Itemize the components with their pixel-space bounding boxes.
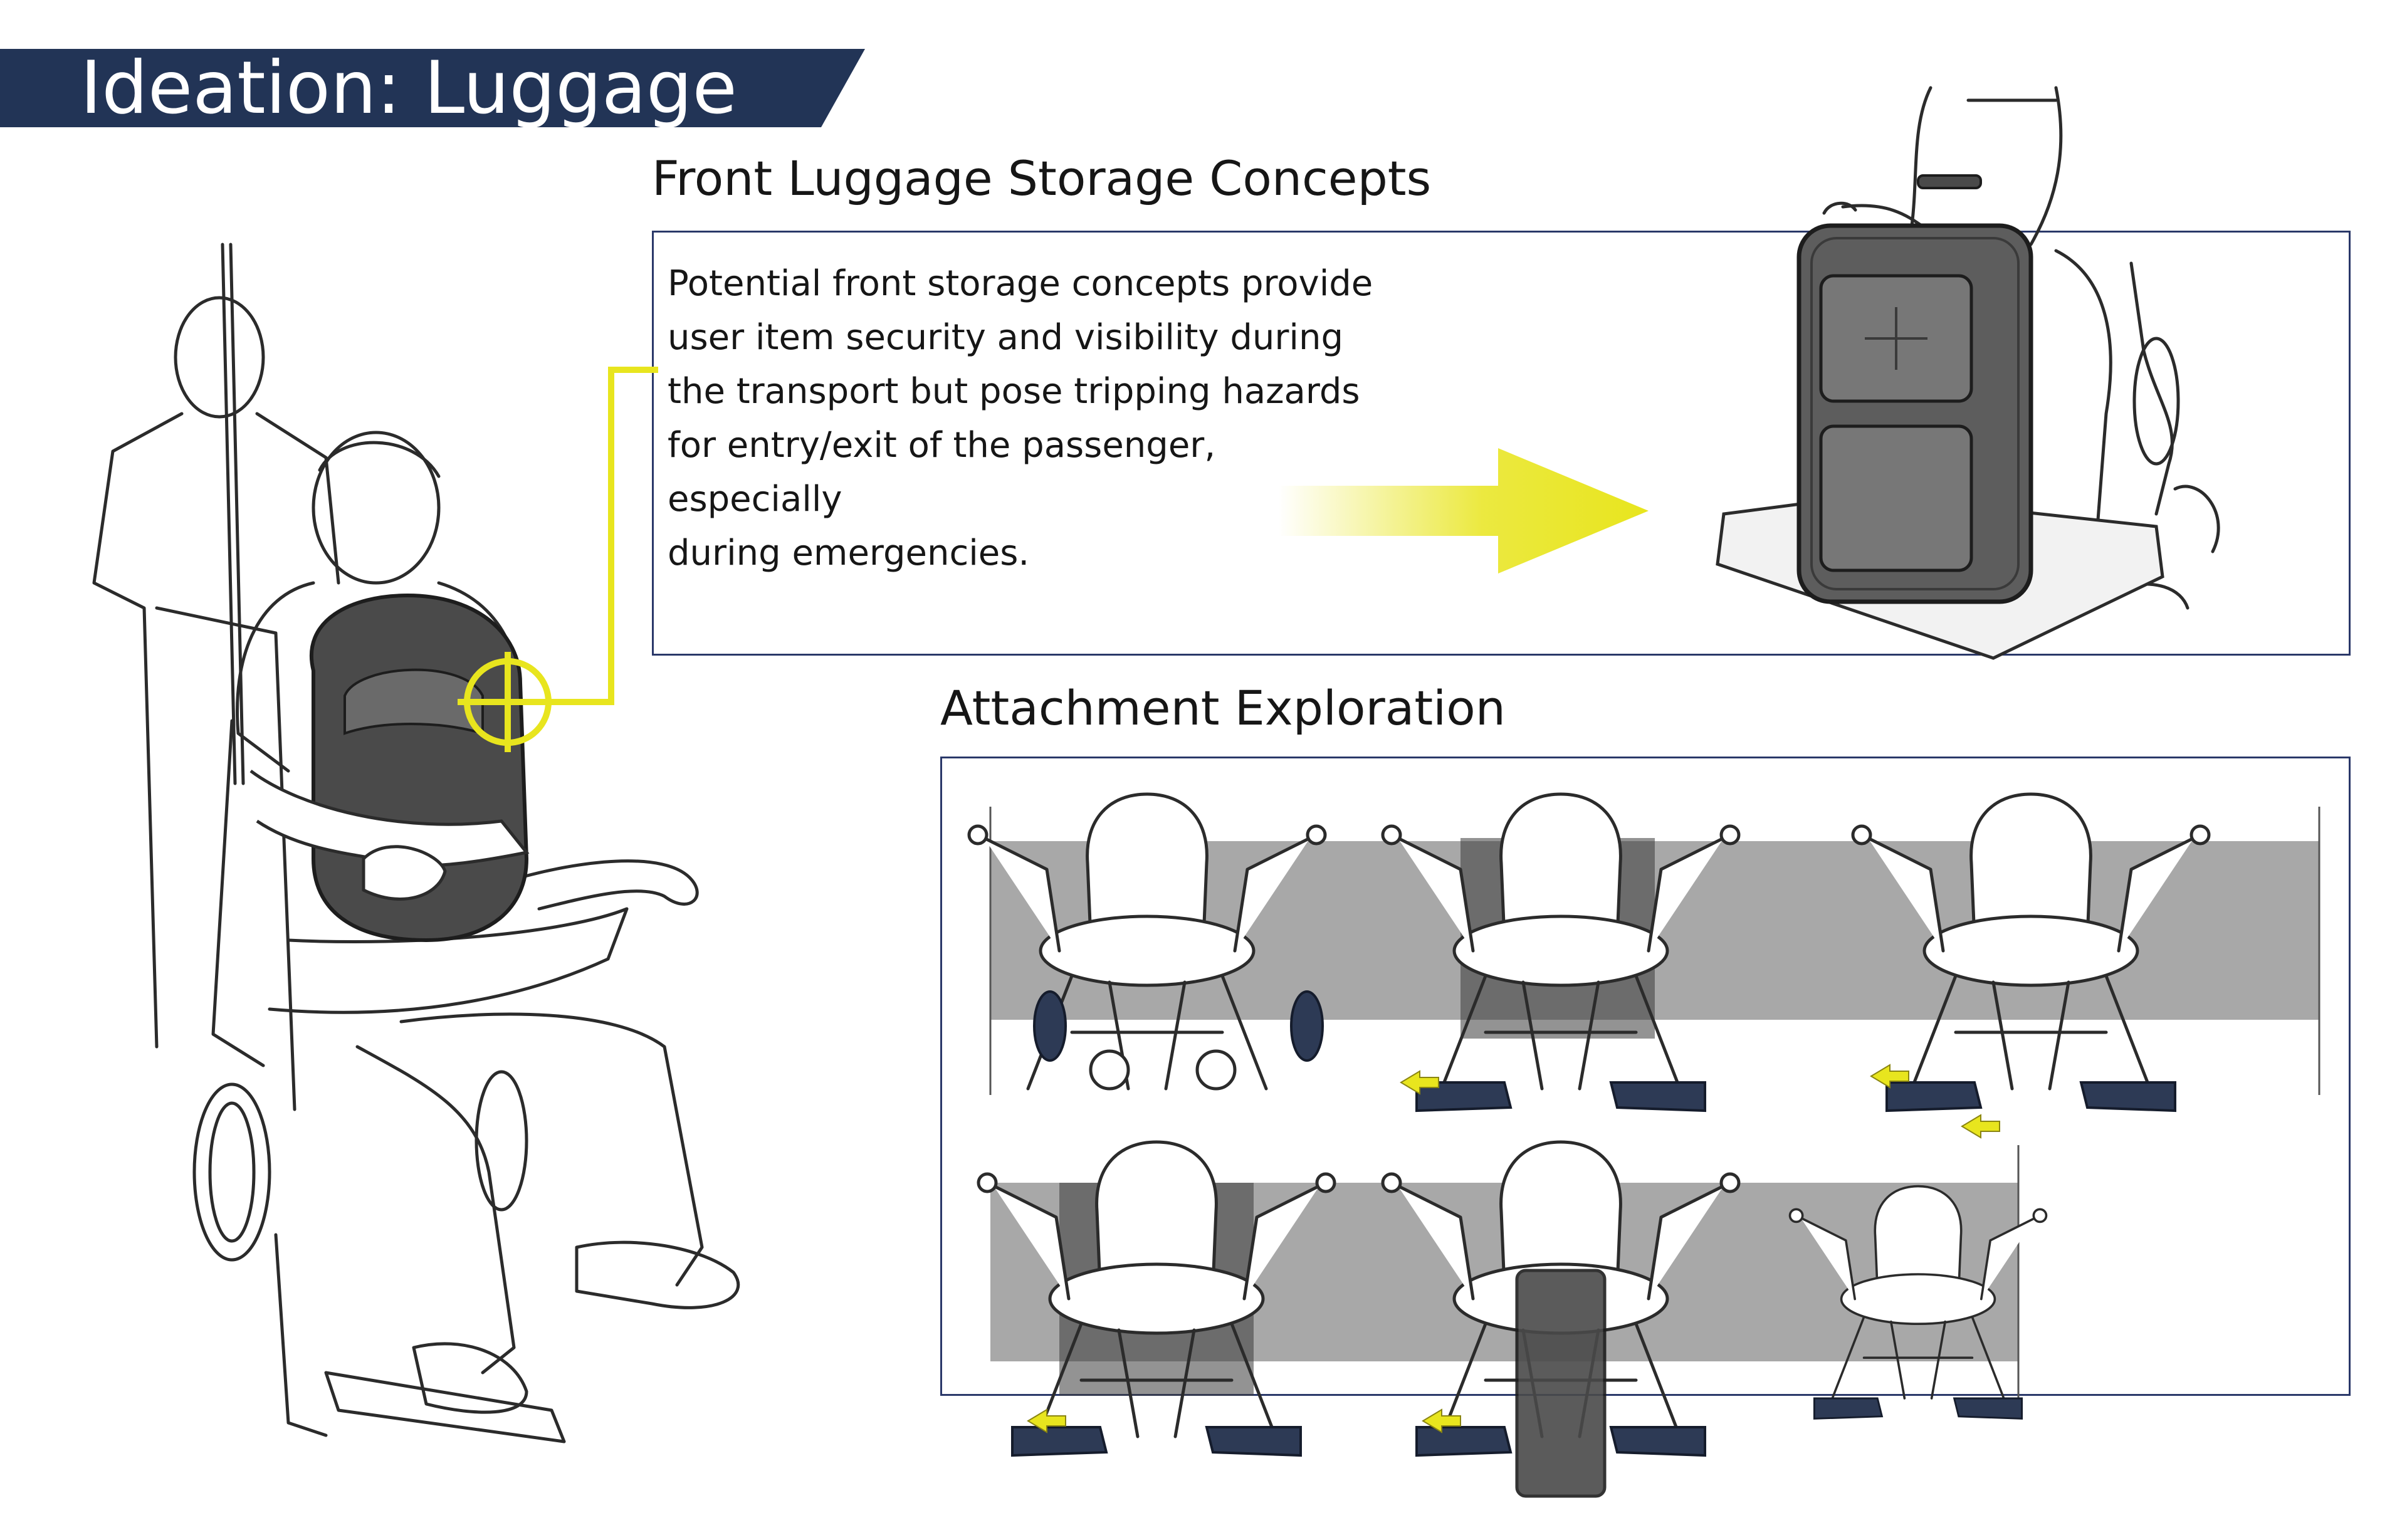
chair-concept-5-suitcase xyxy=(1383,1142,1739,1498)
description-line: for entry/exit of the passenger, especia… xyxy=(668,425,1216,520)
crosshair-circle-icon xyxy=(458,367,658,752)
attachment-heading: Attachment Exploration xyxy=(940,680,1506,736)
description-line: Potential front storage concepts provide xyxy=(668,263,1373,304)
chair-concept-2 xyxy=(1383,794,1739,1112)
front-storage-heading: Front Luggage Storage Concepts xyxy=(652,150,1432,206)
description-line: user item security and visibility during xyxy=(668,317,1344,358)
chair-concept-4 xyxy=(978,1142,1335,1457)
attachment-exploration-sketches xyxy=(940,757,2320,1498)
main-sketch-passenger-backpack xyxy=(92,243,740,1443)
gradient-arrow-right-icon xyxy=(1279,448,1649,574)
title-banner: Ideation: Luggage xyxy=(0,49,865,127)
front-storage-frame xyxy=(652,231,2351,656)
description-line: the transport but pose tripping hazards xyxy=(668,371,1360,412)
chair-concept-1 xyxy=(969,794,1325,1091)
front-concept-suitcase-sketch xyxy=(1716,86,2220,660)
page-title: Ideation: Luggage xyxy=(80,46,737,130)
banner-shape xyxy=(0,49,865,127)
front-storage-description: Potential front storage concepts provide… xyxy=(668,257,1395,580)
description-line: during emergencies. xyxy=(668,533,1030,574)
attachment-frame xyxy=(940,757,2351,1396)
